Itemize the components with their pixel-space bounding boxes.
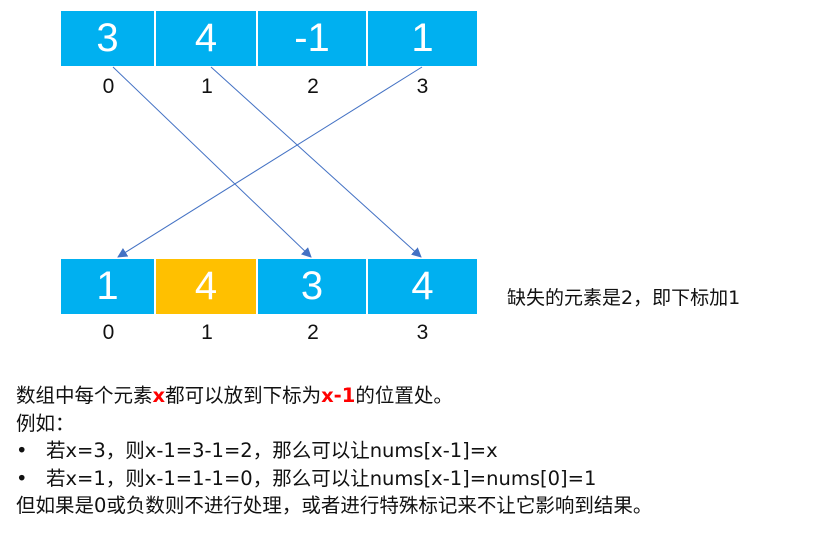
text: 数组中每个元素 [16, 384, 153, 407]
example-heading: 例如： [16, 411, 75, 435]
array-cell: 3 [258, 259, 368, 314]
array-cell-missing: 4 [156, 259, 258, 314]
rearranged-array: 1 4 3 4 [61, 259, 477, 314]
missing-element-note: 缺失的元素是2，即下标加1 [507, 287, 741, 309]
index-label: 1 [201, 75, 213, 98]
array-cell: 1 [368, 11, 477, 66]
index-label: 3 [416, 75, 429, 98]
index-label: 0 [102, 321, 115, 344]
explanation-last-line: 但如果是0或负数则不进行处理，或者进行特殊标记来不让它影响到结果。 [16, 494, 653, 517]
array-cell: 3 [61, 11, 156, 66]
index-label: 0 [102, 75, 115, 98]
explanation: 数组中每个元素x都可以放到下标为x-1的位置处。 例如： • 若x=3，则x-1=… [16, 382, 652, 520]
original-array: 3 4 -1 1 [61, 11, 477, 66]
highlight-x: x [152, 384, 166, 407]
array-cell: -1 [258, 11, 368, 66]
bullet-text: 若x=3，则x-1=3-1=2，那么可以让nums[x-1]=x [46, 439, 498, 462]
array-cell: 1 [61, 259, 156, 314]
bullet-icon: • [16, 466, 28, 490]
array-cell: 4 [368, 259, 477, 314]
original-array-indices: 0 1 2 3 [61, 72, 477, 102]
rearranged-array-indices: 0 1 2 3 [61, 318, 477, 348]
example-bullet: • 若x=1，则x-1=1-1=0，那么可以让nums[x-1]=nums[0]=… [16, 465, 652, 493]
index-label: 2 [307, 75, 319, 98]
text: 都可以放到下标为 [165, 384, 322, 407]
explanation-line-1: 数组中每个元素x都可以放到下标为x-1的位置处。 [16, 382, 652, 410]
index-label: 3 [416, 321, 429, 344]
index-label: 2 [307, 321, 319, 344]
text: 的位置处。 [355, 384, 453, 407]
index-label: 1 [201, 321, 213, 344]
highlight-x-minus-1: x-1 [321, 384, 356, 407]
example-bullet: • 若x=3，则x-1=3-1=2，那么可以让nums[x-1]=x [16, 437, 652, 465]
array-cell: 4 [156, 11, 258, 66]
bullet-text: 若x=1，则x-1=1-1=0，那么可以让nums[x-1]=nums[0]=1 [46, 466, 597, 490]
bullet-icon: • [16, 439, 28, 462]
